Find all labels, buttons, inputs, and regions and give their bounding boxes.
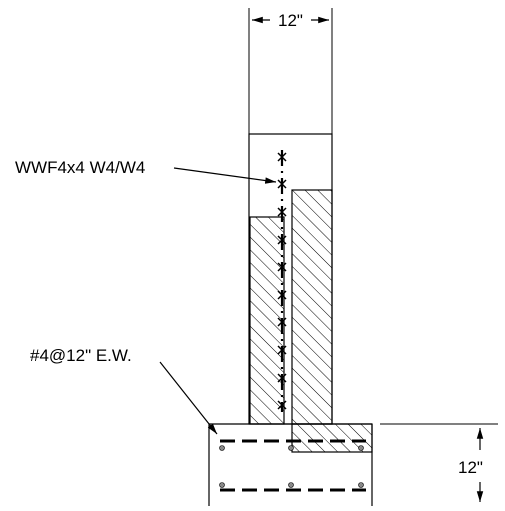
rebar-leader [159, 361, 218, 435]
rebar-dot [288, 482, 294, 488]
rebar-dot [219, 482, 225, 488]
rebar-dot [219, 445, 225, 451]
wwf-mark [277, 373, 287, 383]
right-dimension: 12" [380, 423, 498, 502]
wwf-mark [277, 152, 287, 162]
welded-wire-fabric [277, 150, 287, 412]
wwf-mark [277, 400, 287, 410]
left-wythe-hatch [249, 216, 285, 425]
right-wythe-hatch [291, 189, 333, 425]
footing-hatch [291, 423, 373, 453]
mesh-callout-label: WWF4x4 W4/W4 [15, 158, 145, 177]
wwf-mark [277, 317, 287, 327]
right-dimension-label: 12" [458, 458, 483, 477]
rebar-dot [358, 445, 364, 451]
top-dimension: 12" [248, 8, 333, 134]
wwf-mark [277, 262, 287, 272]
rebar-callout-label: #4@12" E.W. [30, 346, 132, 365]
top-dimension-label: 12" [278, 11, 303, 30]
rebar-dot [358, 482, 364, 488]
wwf-mark [277, 179, 287, 189]
wwf-cross-marks [277, 152, 287, 410]
wwf-mark [277, 290, 287, 300]
wwf-mark [277, 235, 287, 245]
rebar-dot [288, 445, 294, 451]
wwf-mark [277, 207, 287, 217]
wwf-mark [277, 345, 287, 355]
mesh-leader [173, 167, 277, 184]
